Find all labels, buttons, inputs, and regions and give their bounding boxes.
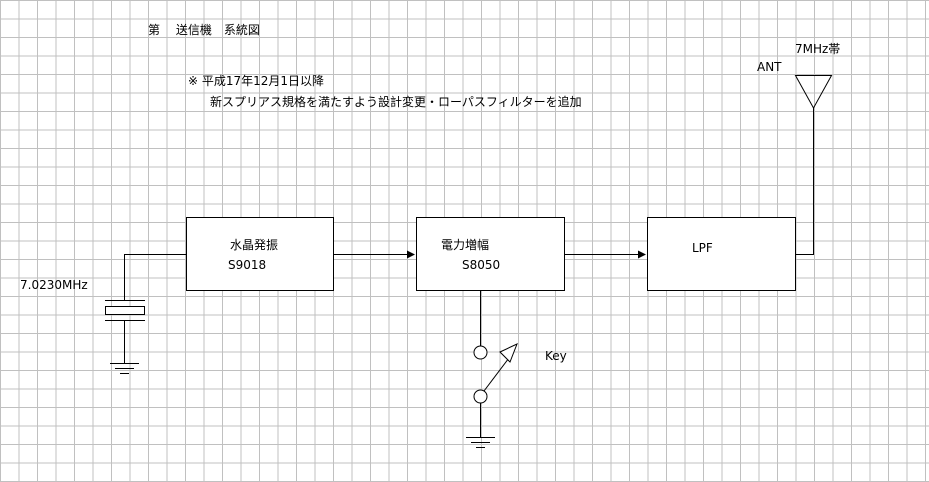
amplifier-name: 電力増幅	[441, 238, 490, 252]
crystal-to-oscillator-wire	[124, 254, 186, 300]
note-line-2: 新スプリアス規格を満たすよう設計変更・ローパスフィルターを追加	[210, 95, 582, 109]
oscillator-name: 水晶発振	[230, 238, 279, 252]
lpf-block: LPF	[647, 217, 796, 291]
oscillator-block: 水晶発振 S9018	[186, 217, 334, 291]
antenna-label: ANT	[757, 60, 782, 74]
oscillator-part: S9018	[228, 258, 267, 272]
antenna-icon	[794, 75, 833, 110]
crystal-frequency-label: 7.0230MHz	[20, 278, 88, 292]
diagram-title: 第 送信機 系統図	[148, 23, 260, 37]
key-switch-icon	[473, 343, 518, 404]
crystal-icon	[105, 300, 145, 321]
key-label: Key	[545, 349, 567, 363]
key-ground-icon	[466, 437, 495, 448]
amplifier-block: 電力増幅 S8050	[416, 217, 565, 291]
crystal-ground-icon	[110, 363, 139, 374]
lpf-name: LPF	[692, 241, 713, 255]
lpf-to-antenna-wire	[795, 108, 814, 255]
amplifier-part: S8050	[462, 258, 501, 272]
antenna-band-label: 7MHz帯	[795, 42, 841, 56]
note-line-1: ※ 平成17年12月1日以降	[188, 74, 325, 88]
